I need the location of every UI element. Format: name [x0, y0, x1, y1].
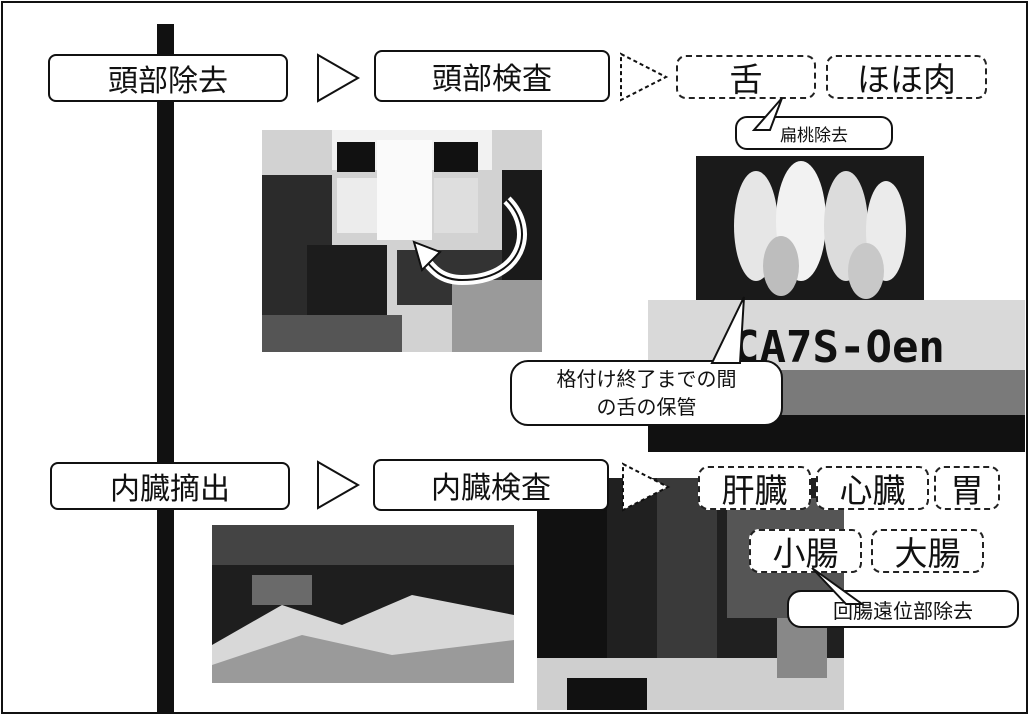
organ-removal-photo — [212, 525, 514, 683]
solid-arrow-icon — [317, 53, 360, 103]
tongue-photo-graphic — [696, 156, 924, 304]
head-inspection-box: 頭部検査 — [374, 50, 610, 102]
dashed-arrow-icon — [620, 52, 669, 102]
heart-box: 心臓 — [816, 466, 929, 510]
dashed-arrow-icon — [622, 462, 671, 512]
organ-inspection-box: 内臓検査 — [373, 459, 609, 511]
callout-pointer — [710, 296, 745, 364]
tongue-inspection-photo — [696, 156, 924, 304]
stomach-box: 胃 — [934, 466, 1000, 510]
head-photo-graphic — [262, 130, 542, 352]
liver-box: 肝臓 — [698, 466, 811, 510]
callout-pointer — [751, 97, 783, 131]
small-intestine-box: 小腸 — [749, 529, 862, 573]
organ-removal-box: 内臓摘出 — [50, 462, 290, 510]
head-removal-box: 頭部除去 — [48, 54, 288, 102]
storage-callout-line1: 格付け終了までの間 — [556, 367, 737, 391]
large-intestine-box: 大腸 — [871, 529, 984, 573]
timeline-bar — [157, 24, 174, 714]
solid-arrow-icon — [317, 460, 360, 510]
storage-callout-line2: の舌の保管 — [596, 395, 697, 419]
organ-photo-graphic — [212, 525, 514, 683]
callout-pointer — [811, 567, 866, 605]
ileum-removal-callout: 回腸遠位部除去 — [787, 590, 1019, 628]
cheek-meat-box: ほほ肉 — [826, 55, 987, 99]
storage-callout: 格付け終了までの間 の舌の保管 — [510, 360, 783, 426]
head-removal-photo — [262, 130, 542, 352]
tongue-box: 舌 — [676, 55, 816, 99]
